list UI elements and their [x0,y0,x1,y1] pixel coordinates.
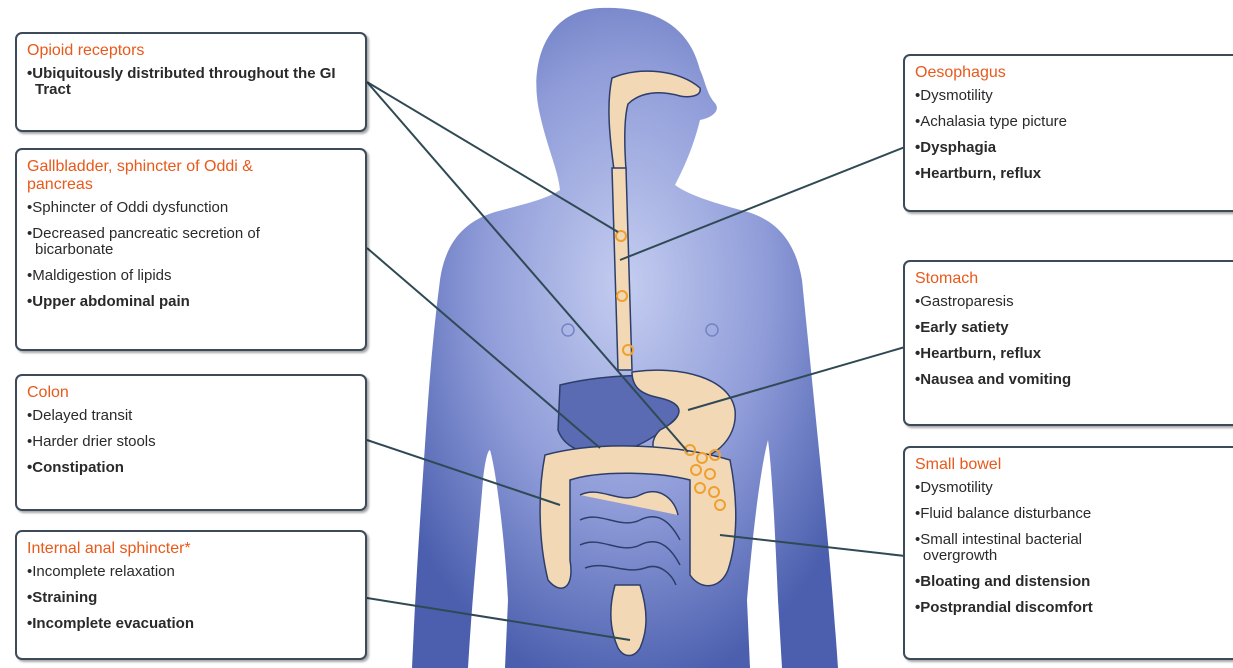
bullet-item: Fluid balance disturbance [915,506,1145,522]
opioid-receptors-box: Opioid receptors Ubiquitously distribute… [15,32,367,132]
bullet-item: Early satiety [915,320,1231,336]
bullet-item: Straining [27,590,355,606]
internal-anal-sphincter-title: Internal anal sphincter* [27,540,355,558]
bullet-item: Maldigestion of lipids [27,268,327,284]
rectum [611,585,646,656]
bullet-item: Decreased pancreatic secretion of bicarb… [27,226,327,258]
oesophagus-box: Oesophagus DysmotilityAchalasia type pic… [903,54,1233,212]
internal-anal-sphincter-list: Incomplete relaxationStrainingIncomplete… [27,564,355,632]
bullet-item: Delayed transit [27,408,355,424]
bullet-item: Ubiquitously distributed throughout the … [27,66,355,98]
gallbladder-list: Sphincter of Oddi dysfunctionDecreased p… [27,200,327,310]
bullet-item: Sphincter of Oddi dysfunction [27,200,327,216]
stomach-title: Stomach [915,270,1231,288]
bullet-item: Constipation [27,460,355,476]
gallbladder-box: Gallbladder, sphincter of Oddi & pancrea… [15,148,367,351]
bullet-item: Harder drier stools [27,434,355,450]
bullet-item: Postprandial discomfort [915,600,1145,616]
bullet-item: Bloating and distension [915,574,1145,590]
bullet-item: Heartburn, reflux [915,166,1231,182]
colon-box: Colon Delayed transitHarder drier stools… [15,374,367,511]
oesophagus-title: Oesophagus [915,64,1231,82]
bullet-item: Dysmotility [915,480,1145,496]
colon-list: Delayed transitHarder drier stoolsConsti… [27,408,355,476]
bullet-item: Small intestinal bacterial overgrowth [915,532,1145,564]
colon-title: Colon [27,384,355,402]
bullet-item: Achalasia type picture [915,114,1231,130]
oesophagus-list: DysmotilityAchalasia type pictureDysphag… [915,88,1231,182]
small-bowel-title: Small bowel [915,456,1231,474]
opioid-receptors-title: Opioid receptors [27,42,355,60]
bullet-item: Nausea and vomiting [915,372,1231,388]
small-bowel-list: DysmotilityFluid balance disturbanceSmal… [915,480,1145,616]
gallbladder-title: Gallbladder, sphincter of Oddi & pancrea… [27,158,317,194]
stomach-list: GastroparesisEarly satietyHeartburn, ref… [915,294,1231,388]
small-bowel-box: Small bowel DysmotilityFluid balance dis… [903,446,1233,660]
bullet-item: Gastroparesis [915,294,1231,310]
bullet-item: Dysmotility [915,88,1231,104]
internal-anal-sphincter-box: Internal anal sphincter* Incomplete rela… [15,530,367,660]
bullet-item: Incomplete evacuation [27,616,355,632]
bullet-item: Incomplete relaxation [27,564,355,580]
bullet-item: Upper abdominal pain [27,294,327,310]
stomach-box: Stomach GastroparesisEarly satietyHeartb… [903,260,1233,426]
bullet-item: Heartburn, reflux [915,346,1231,362]
opioid-receptors-list: Ubiquitously distributed throughout the … [27,66,355,98]
bullet-item: Dysphagia [915,140,1231,156]
